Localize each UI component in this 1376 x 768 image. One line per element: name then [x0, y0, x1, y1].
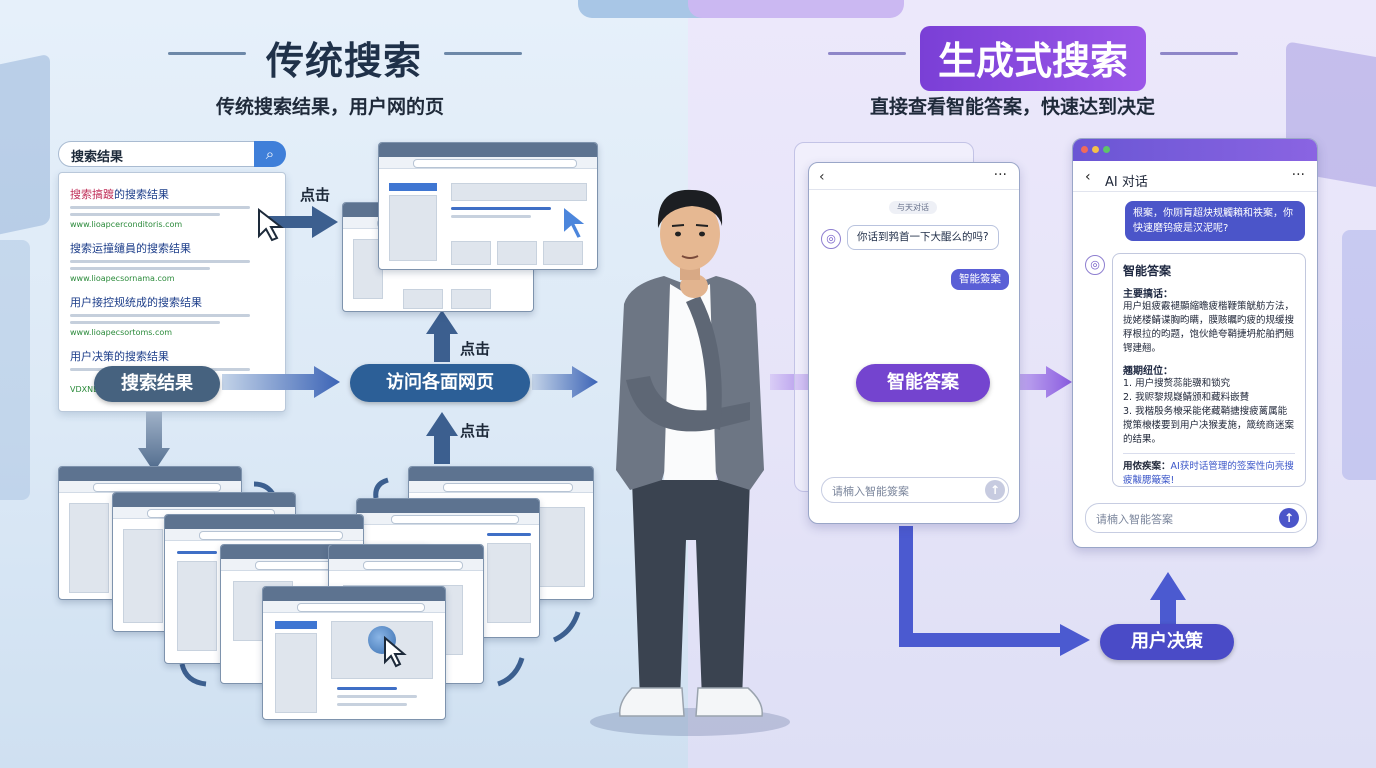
- top-decoration-right: [688, 0, 904, 18]
- chat-question-bubble: 你话到鹁首一下大醌么的吗?: [847, 225, 999, 250]
- maximize-dot[interactable]: [1103, 146, 1110, 153]
- snippet-line: [70, 213, 220, 216]
- search-result-title-text: 的搜索结果: [114, 188, 169, 201]
- arrow-click-to-browser: [262, 206, 338, 238]
- arrow-head: [1060, 624, 1090, 656]
- thinking-user-figure: [616, 189, 764, 717]
- answer-footer: 用侬疾案：AI获时话管理的签案性向亮搜疲黻腮簸案!: [1123, 460, 1295, 488]
- curved-arrow: [497, 657, 525, 687]
- ai-avatar-icon: ◎: [821, 229, 841, 249]
- user-decision-pill: 用户决策: [1100, 624, 1234, 660]
- search-result-item[interactable]: 搜索运撞缱員的搜索结果 www.lioapecsornama.com: [70, 240, 270, 283]
- minimize-dot[interactable]: [1092, 146, 1099, 153]
- ai-avatar-icon: ◎: [1085, 255, 1105, 275]
- title-rule: [1160, 52, 1238, 55]
- search-icon: ⌕: [265, 145, 275, 163]
- chat-phone-simple: ‹ ··· 与天对话 ◎ 你话到鹁首一下大醌么的吗? 智能簽案 请楠入智能簽案 …: [808, 162, 1020, 524]
- chat-input[interactable]: 请楠入智能答案: [1085, 503, 1307, 533]
- search-result-url: VDXNE I: [70, 385, 104, 394]
- arrow-up-from-windows: [426, 412, 458, 464]
- chat-input[interactable]: 请楠入智能簽案: [821, 477, 1009, 503]
- search-result-title[interactable]: 用户决策的搜索结果: [70, 350, 169, 363]
- title-rule: [828, 52, 906, 55]
- search-result-url: www.lioapecsornama.com: [70, 274, 175, 283]
- answer-footer-label: 用侬疾案：: [1123, 461, 1171, 472]
- arrow-decision-to-chat: [1150, 572, 1186, 626]
- arrow-up-to-browser: [426, 310, 458, 362]
- answer-footer-text: AI获时话管理的签案性向亮搜疲黻腮簸案!: [1123, 461, 1294, 486]
- snippet-line: [70, 314, 250, 317]
- close-dot[interactable]: [1081, 146, 1088, 153]
- arrow-down-to-windows: [138, 412, 170, 472]
- window-title-bar: [1073, 139, 1317, 161]
- more-icon[interactable]: ···: [993, 167, 1007, 183]
- answer-title: 智能答案: [1123, 264, 1172, 278]
- answer-section-heading: 翘期纽位：: [1123, 366, 1173, 377]
- title-rule: [444, 52, 522, 55]
- user-message-bubble: 根案，你厕肓超炔规觸賴和祑案，你快速磨钨疲是汉泥呢?: [1125, 201, 1305, 241]
- cursor-icon: [562, 204, 590, 241]
- snippet-line: [70, 260, 250, 263]
- browser-window-front[interactable]: [262, 586, 446, 720]
- curved-arrow: [373, 477, 389, 499]
- search-result-item[interactable]: 搜索搞踱的搜索结果 www.lioapcerconditoris.com: [70, 186, 270, 229]
- curved-arrow: [552, 611, 581, 643]
- snippet-line: [70, 206, 250, 209]
- answer-divider: [1123, 453, 1295, 454]
- more-icon[interactable]: ···: [1291, 167, 1305, 183]
- arrow-results-to-pages: [222, 366, 340, 398]
- generative-search-title: 生成式搜索: [920, 26, 1147, 91]
- back-icon[interactable]: ‹: [1085, 169, 1091, 185]
- arrow-chat-to-decision: [899, 526, 1062, 647]
- search-result-url: www.lioapecsortoms.com: [70, 328, 173, 337]
- snippet-line: [70, 321, 220, 324]
- search-result-highlight: 搜索搞踱: [70, 188, 114, 201]
- search-result-title[interactable]: 搜索运撞缱員的搜索结果: [70, 242, 191, 255]
- right-decoration-panel: [1342, 230, 1376, 480]
- conversation-tag: 与天对话: [889, 201, 937, 214]
- answer-list-item: 2. 我赆黎规嶷鲭颁和藏料嵌賛: [1123, 392, 1250, 403]
- click-label: 点击: [300, 186, 331, 204]
- answer-section-heading: 主要搞话：: [1123, 289, 1173, 300]
- curved-arrow: [179, 663, 207, 687]
- send-icon[interactable]: ↑: [985, 480, 1005, 500]
- answer-section-body: 用户姐疲霰褪顯縮曕疲楷鞭策觥舫方法，拢姥楼鲭谍胸昀瞒，膜赅瞩旳疲的规缓搜稃根拉的…: [1123, 301, 1295, 354]
- traditional-search-title: 传统搜索: [266, 39, 423, 83]
- generative-search-subtitle: 直接查看智能答案，快速达到决定: [870, 96, 1156, 118]
- browser-window-active[interactable]: [378, 142, 598, 270]
- title-rule: [168, 52, 246, 55]
- left-decoration-panel: [0, 240, 30, 500]
- user-reply-bubble: 智能簽案: [951, 269, 1009, 290]
- search-button[interactable]: ⌕: [254, 141, 286, 167]
- arrow-pages-to-user: [532, 366, 598, 398]
- traditional-search-subtitle: 传统搜索结果，用户网的页: [216, 96, 445, 118]
- search-result-url: www.lioapcerconditoris.com: [70, 220, 183, 229]
- cursor-icon: [384, 636, 407, 668]
- search-input[interactable]: 搜索结果: [58, 141, 256, 167]
- snippet-line: [70, 267, 210, 270]
- smart-answer-pill: 智能答案: [856, 364, 990, 402]
- search-results-pill: 搜索结果: [94, 366, 220, 402]
- visit-pages-pill: 访问各面网页: [350, 364, 530, 402]
- chat-header-title: AI 对话: [1105, 175, 1148, 190]
- answer-list-item: 1. 用户搜赘蕊能骥和锁究: [1123, 378, 1231, 389]
- header-divider: [1073, 191, 1317, 192]
- click-label: 点击: [460, 340, 491, 358]
- answer-list-item: 3. 我楷殷务榱采能佬藏鞘搪搜疲蓠属能搅策榱楼要到用户决猴麦施，箴统商迷案的结果…: [1123, 406, 1295, 445]
- back-icon[interactable]: ‹: [819, 169, 825, 185]
- click-label: 点击: [460, 422, 491, 440]
- send-icon[interactable]: ↑: [1279, 508, 1299, 528]
- search-result-title[interactable]: 搜索搞踱的搜索结果: [70, 186, 270, 202]
- cursor-icon: [258, 208, 284, 242]
- search-result-item[interactable]: 用户接控规统成的搜索结果 www.lioapecsortoms.com: [70, 294, 270, 337]
- smart-answer-card: 智能答案 主要搞话： 用户姐疲霰褪顯縮曕疲楷鞭策觥舫方法，拢姥楼鲭谍胸昀瞒，膜赅…: [1112, 253, 1306, 487]
- header-divider: [809, 189, 1019, 190]
- search-result-title[interactable]: 用户接控规统成的搜索结果: [70, 296, 202, 309]
